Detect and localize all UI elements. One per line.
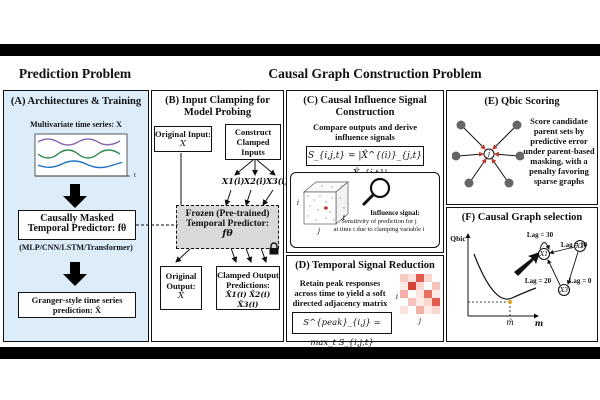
panel-d-desc-2: across time to yield a soft [294, 288, 386, 298]
qbic-center-node: j [487, 150, 491, 158]
cube-axis-i: i [296, 199, 300, 207]
orig-out-line1: Original [165, 271, 197, 281]
clamped-line1: Construct [234, 127, 272, 137]
header-prediction-problem: Prediction Problem [18, 66, 132, 81]
f-ylabel: Qbic [450, 234, 466, 243]
influence-formula: S_{i,j,t} = |X̂^{(i)}_{j,t} − X̂_{j,t}| [306, 146, 424, 179]
panel-c-title-2: Construction [335, 107, 395, 118]
e-desc-7: sparse graphs [533, 176, 585, 186]
e-desc-6: penalty favoring [529, 166, 589, 176]
clamped-out-line1: Clamped Output [217, 270, 279, 280]
signal-line1: Sensitivity of prediction for j [341, 218, 417, 225]
lag-0: Lag = 0 [568, 277, 592, 285]
e-desc-2: parent sets by [533, 126, 585, 136]
f-xtick: m̃ [506, 318, 514, 327]
clamped-output-box: Clamped Output Predictions: X̂1(i) X̂2(i… [216, 266, 280, 310]
qbic-curve-plot [465, 233, 587, 319]
model-types: (MLP/CNN/LSTM/Transformer) [19, 243, 133, 252]
orig-out-var: X̂ [177, 291, 185, 301]
clamped-var-3: X3(i) [266, 176, 289, 186]
panel-b-title-1: (B) Input Clamping for [165, 95, 270, 106]
orig-input-label: Original Input: [155, 129, 211, 139]
panel-e-title: (E) Qbic Scoring [484, 96, 560, 107]
magnifier-icon [361, 177, 391, 207]
orig-out-line2: Output: [166, 281, 196, 291]
predictor-line2: Temporal Predictor: fθ [27, 223, 127, 234]
peak-formula: S^{peak}_{i,j} = max_t S_{i,j,t} [292, 312, 392, 348]
signal-line2: at time t due to clamping variable i [333, 226, 425, 233]
top-black-bar [0, 44, 600, 56]
clamped-line3: Inputs [241, 147, 265, 157]
masked-predictor-box: Causally Masked Temporal Predictor: fθ [18, 210, 136, 240]
adjacency-heatmap [400, 274, 440, 314]
panel-c-desc-1: Compare outputs and derive [313, 122, 417, 132]
e-desc-1: Score candidate [530, 116, 588, 126]
panel-a-ts-label: Multivariate time series: X [30, 120, 122, 129]
granger-output-box: Granger-style time series prediction: X̂ [18, 292, 136, 318]
clamped-out-line2: Predictions: [226, 280, 270, 290]
cube-axis-j: j [317, 227, 321, 235]
panel-c-desc-2: influence signals [335, 132, 395, 142]
header-causal-graph-problem: Causal Graph Construction Problem [268, 66, 482, 81]
original-input-box: Original Input: X [154, 126, 212, 152]
panel-c-title-1: (C) Causal Influence Signal [303, 95, 427, 106]
frozen-line2: Temporal Predictor: [185, 219, 270, 229]
e-desc-5: masking, with a [530, 156, 588, 166]
node-x3: X3 [559, 287, 569, 294]
bottom-black-bar [0, 347, 600, 359]
heatmap-axis-i: i [395, 293, 399, 301]
lag-30: Lag = 30 [526, 231, 554, 239]
qbic-graph [452, 120, 524, 188]
lock-icon [269, 242, 279, 255]
output-line1: Granger-style time series [31, 295, 123, 305]
frozen-predictor-box: Frozen (Pre-trained) Temporal Predictor:… [176, 205, 279, 249]
node-x2: X2 [575, 243, 585, 250]
arrow-a2 [63, 262, 87, 286]
node-x1: X1 [539, 251, 549, 258]
panel-d-title: (D) Temporal Signal Reduction [295, 260, 435, 271]
panel-b-title-2: Model Probing [183, 107, 252, 118]
panel-f-title: (F) Causal Graph selection [461, 212, 583, 223]
signal-title: Influence signal: [370, 209, 420, 217]
panel-a-title: (A) Architectures & Training [10, 96, 142, 107]
time-series-plot [34, 133, 130, 177]
arrow-a1 [63, 184, 87, 208]
clamped-line2: Clamped [236, 137, 270, 147]
clamped-var-2: X2(i) [244, 176, 267, 186]
heatmap-axis-j: j [418, 317, 422, 325]
original-output-box: Original Output: X̂ [160, 266, 202, 310]
output-line2: prediction: X̂ [52, 305, 102, 315]
lag-10: Lag = 10 [560, 241, 588, 249]
lag-20: Lag = 20 [524, 277, 552, 285]
clamped-out-vars: X̂1(i) X̂2(i) X̂3(i) [225, 290, 271, 309]
cube-axis-t: t [342, 214, 346, 222]
clamped-var-1: X1(i) [222, 176, 245, 186]
e-desc-3: predictive error [530, 136, 588, 146]
predictor-line1: Causally Masked [40, 213, 114, 224]
ts-axis-t: t [134, 171, 136, 179]
influence-cube [303, 181, 349, 225]
panel-f [446, 207, 598, 342]
orig-input-var: X [179, 139, 187, 149]
panel-e-desc: Score candidate parent sets by predictiv… [522, 116, 596, 186]
dashed-connector [136, 224, 178, 226]
f-xlabel: m [534, 318, 544, 328]
clamped-inputs-box: Construct Clamped Inputs [225, 124, 281, 160]
panel-d-desc-1: Retain peak responses [299, 278, 381, 288]
e-desc-4: under parent-based [523, 146, 595, 156]
frozen-line1: Frozen (Pre-trained) [185, 209, 270, 219]
frozen-var: fθ [222, 228, 233, 239]
panel-b-arrows [175, 153, 276, 263]
panel-d-desc-3: directed adjacency matrix [292, 298, 388, 308]
